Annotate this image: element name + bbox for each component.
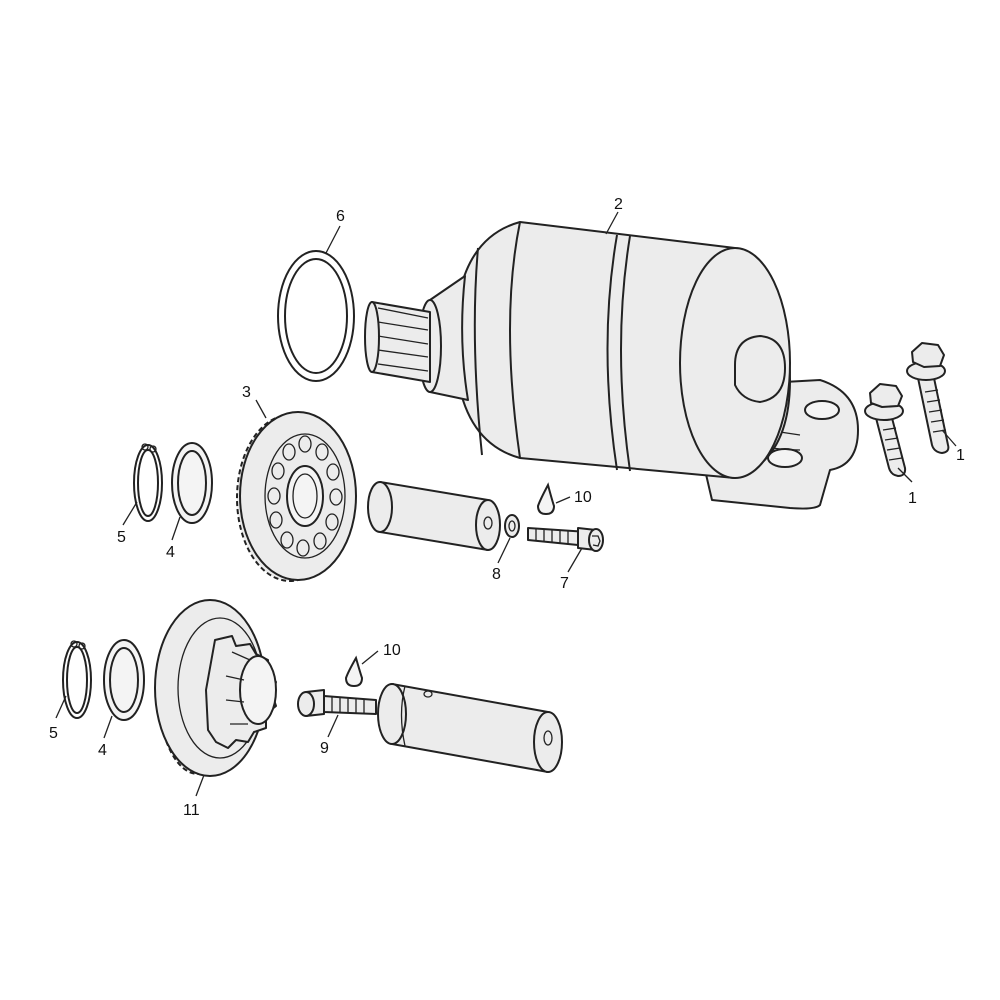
circlip-upper [133,443,163,522]
allen-screw-upper [527,527,604,552]
washer-upper [171,442,213,524]
washer-lower [103,639,145,721]
leader-lines [55,211,957,797]
callout-screw-lower: 9 [320,740,329,757]
allen-screw-lower [297,689,377,717]
callout-circlip-upper: 5 [117,529,126,546]
callout-reduction-gear: 11 [183,802,200,819]
mounting-bolt-lower [864,383,907,477]
callout-circlip-lower: 5 [49,725,58,742]
intermediate-gear [236,411,357,582]
callout-screw-upper: 7 [560,575,569,592]
oil-drop-icon-upper [536,482,556,516]
oil-drop-icon-lower [344,655,364,688]
gear-shaft-upper [367,481,501,551]
circlip-lower [62,640,92,719]
washer-small [504,514,520,538]
callout-intermediate-gear: 3 [242,384,251,401]
o-ring [277,250,355,382]
starter-motor [364,221,859,510]
callout-washer-small: 8 [492,566,501,583]
mounting-bolt-upper [906,342,950,454]
gear-shaft-lower [377,683,563,773]
callout-oil-lower: 10 [383,642,401,659]
callout-bolt-upper: 1 [956,447,965,464]
callout-bolt-lower: 1 [908,490,917,507]
callout-o-ring: 6 [336,208,345,225]
reduction-gear [154,599,277,777]
callout-starter-motor: 2 [614,196,623,213]
callout-oil-upper: 10 [574,489,592,506]
callout-washer-upper: 4 [166,544,175,561]
callout-washer-lower: 4 [98,742,107,759]
